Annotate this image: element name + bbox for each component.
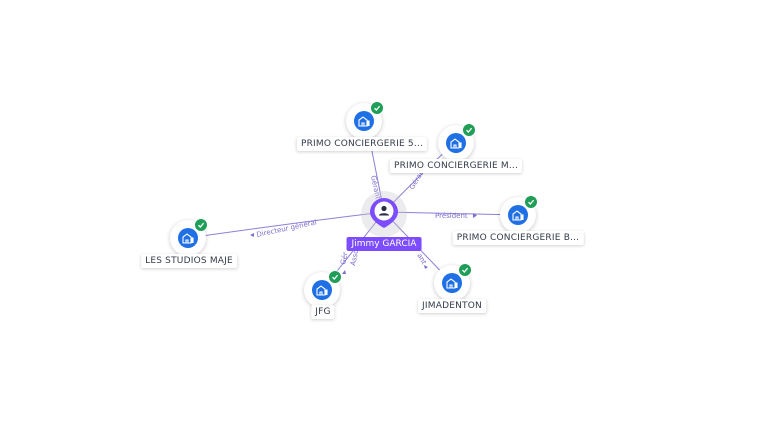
edge-label-n4: ant — [415, 252, 428, 266]
arrow-n4 — [424, 265, 428, 269]
company-node-n5[interactable] — [304, 270, 342, 308]
company-label-n3[interactable]: PRIMO CONCIERGERIE B... — [452, 231, 584, 245]
edge-label-n5: Gér — [339, 251, 349, 265]
edge-n6 — [187, 211, 385, 239]
edge-label-n6: Directeur général — [256, 218, 318, 239]
edge-label-n3: Président — [435, 212, 468, 220]
center-node[interactable] — [367, 196, 401, 230]
company-node-n4[interactable] — [434, 263, 472, 301]
person-icon — [379, 205, 389, 216]
verified-check-icon — [524, 195, 538, 209]
company-label-n4[interactable]: JIMADENTON — [418, 299, 486, 313]
company-label-n2[interactable]: PRIMO CONCIERGERIE M... — [389, 159, 523, 173]
verified-check-icon — [458, 263, 472, 277]
company-node-n3[interactable] — [500, 195, 538, 233]
building-icon — [446, 133, 466, 153]
company-node-n6[interactable] — [170, 218, 208, 256]
building-icon — [354, 111, 374, 131]
edge-n3 — [383, 211, 519, 216]
company-label-n1[interactable]: PRIMO CONCIERGERIE 5... — [296, 137, 428, 151]
verified-check-icon — [194, 218, 208, 232]
company-label-n6[interactable]: LES STUDIOS MAJE — [141, 254, 237, 268]
company-label-n5[interactable]: JFG — [311, 305, 335, 319]
verified-check-icon — [328, 270, 342, 284]
arrow-n6 — [250, 233, 254, 237]
building-icon — [442, 273, 462, 293]
arrow-n3 — [473, 213, 477, 218]
company-node-n1[interactable] — [346, 101, 384, 139]
building-icon — [312, 280, 332, 300]
company-node-n2[interactable] — [438, 123, 476, 161]
edge-label-n5b: Asso — [349, 249, 360, 267]
building-icon — [178, 228, 198, 248]
verified-check-icon — [462, 123, 476, 137]
building-icon — [508, 205, 528, 225]
center-node-label: Jimmy GARCIA — [346, 237, 422, 251]
arrow-n5 — [342, 270, 346, 274]
verified-check-icon — [370, 101, 384, 115]
